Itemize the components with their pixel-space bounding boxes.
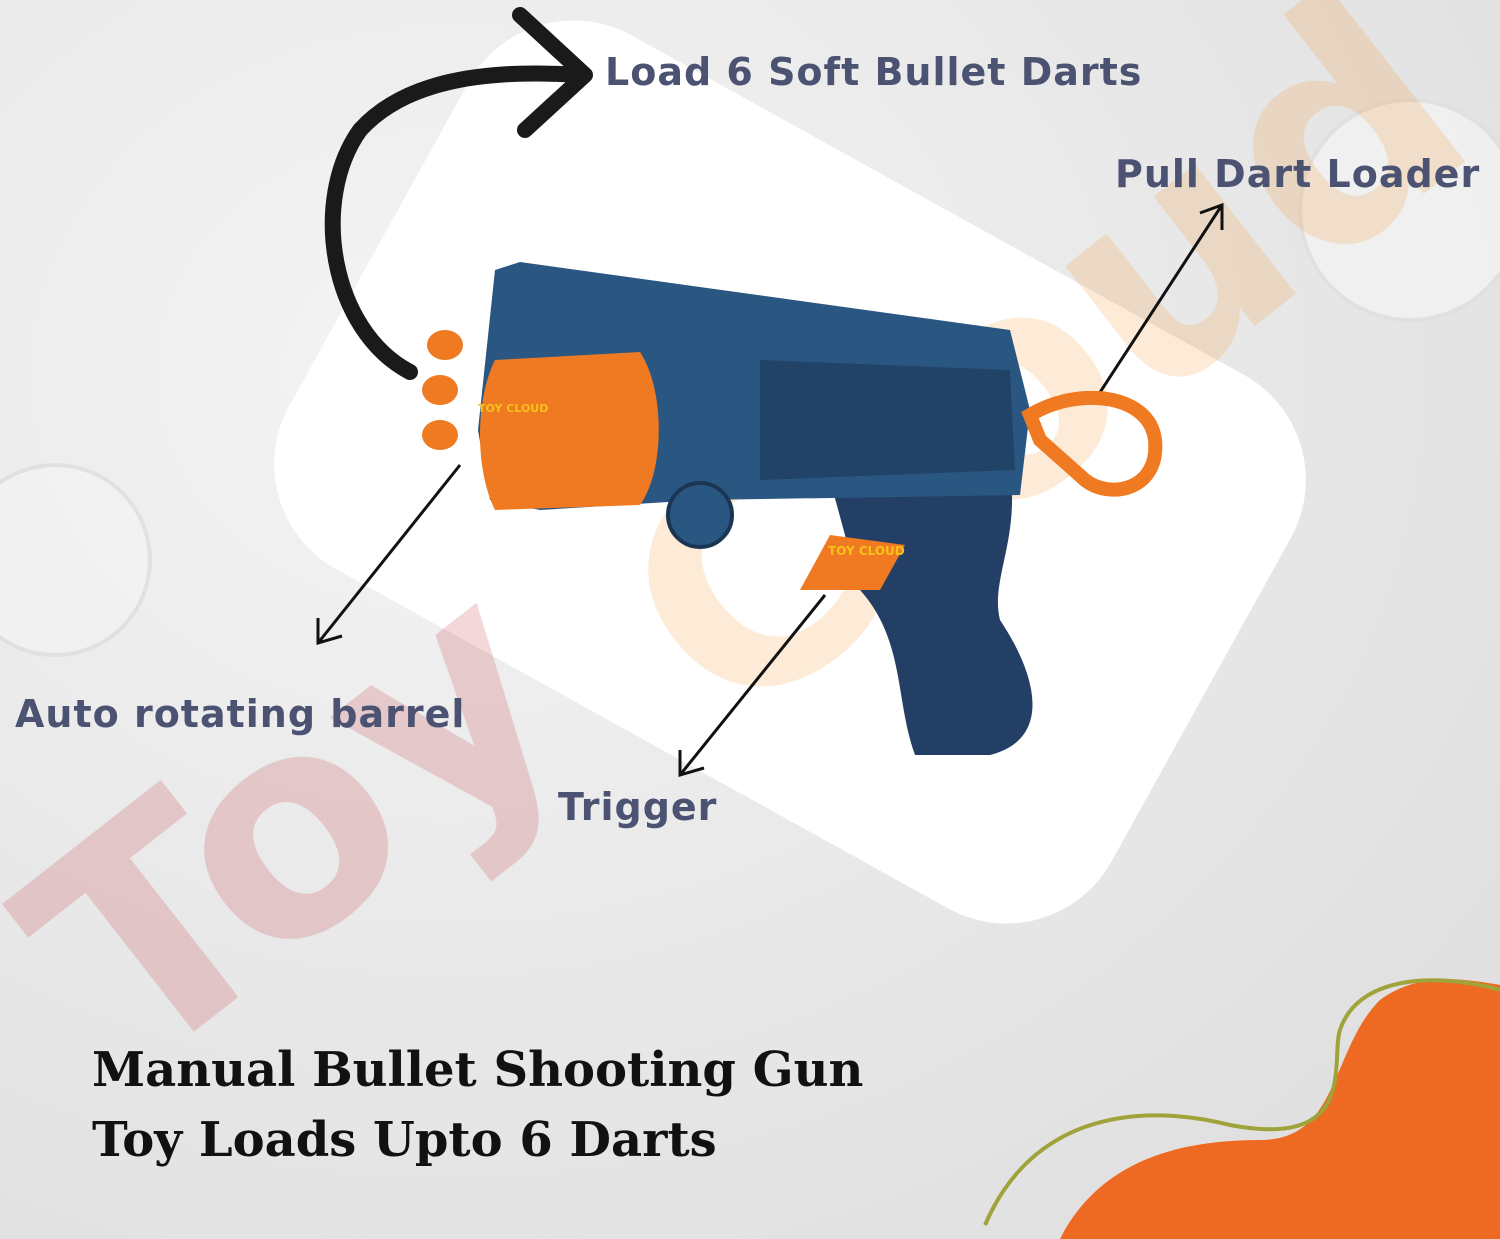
dart-tips — [422, 330, 463, 450]
olive-curve — [983, 978, 1500, 1226]
gun-grip — [830, 470, 1033, 755]
title-line-2: Toy Loads Upto 6 Darts — [92, 1112, 717, 1168]
water-bubble — [0, 463, 152, 657]
gun-dial — [666, 481, 734, 549]
barrel-arrow — [316, 464, 462, 645]
title-line-1: Manual Bullet Shooting Gun — [92, 1042, 864, 1098]
dart-loader-ring — [1021, 390, 1163, 497]
toy-gun: TOY CLOUD TOY CLOUD — [422, 262, 1163, 755]
trigger-arrow — [678, 594, 827, 777]
trigger-logo: TOY CLOUD — [828, 544, 905, 558]
label-load-darts: Load 6 Soft Bullet Darts — [605, 50, 1143, 94]
gun-logo: TOY CLOUD — [478, 402, 548, 415]
gun-trigger — [800, 535, 905, 590]
water-bubble — [1298, 98, 1500, 322]
label-pull-loader: Pull Dart Loader — [1115, 152, 1481, 196]
curved-arrow-icon — [324, 65, 588, 380]
pull-loader-arrow — [1093, 202, 1224, 401]
product-title: Manual Bullet Shooting Gun Toy Loads Upt… — [92, 1035, 863, 1175]
orange-blob — [1060, 979, 1500, 1239]
arrowhead-icon — [512, 7, 593, 138]
label-trigger: Trigger — [558, 785, 718, 829]
gun-cylinder — [480, 352, 659, 510]
label-auto-barrel: Auto rotating barrel — [15, 692, 466, 736]
